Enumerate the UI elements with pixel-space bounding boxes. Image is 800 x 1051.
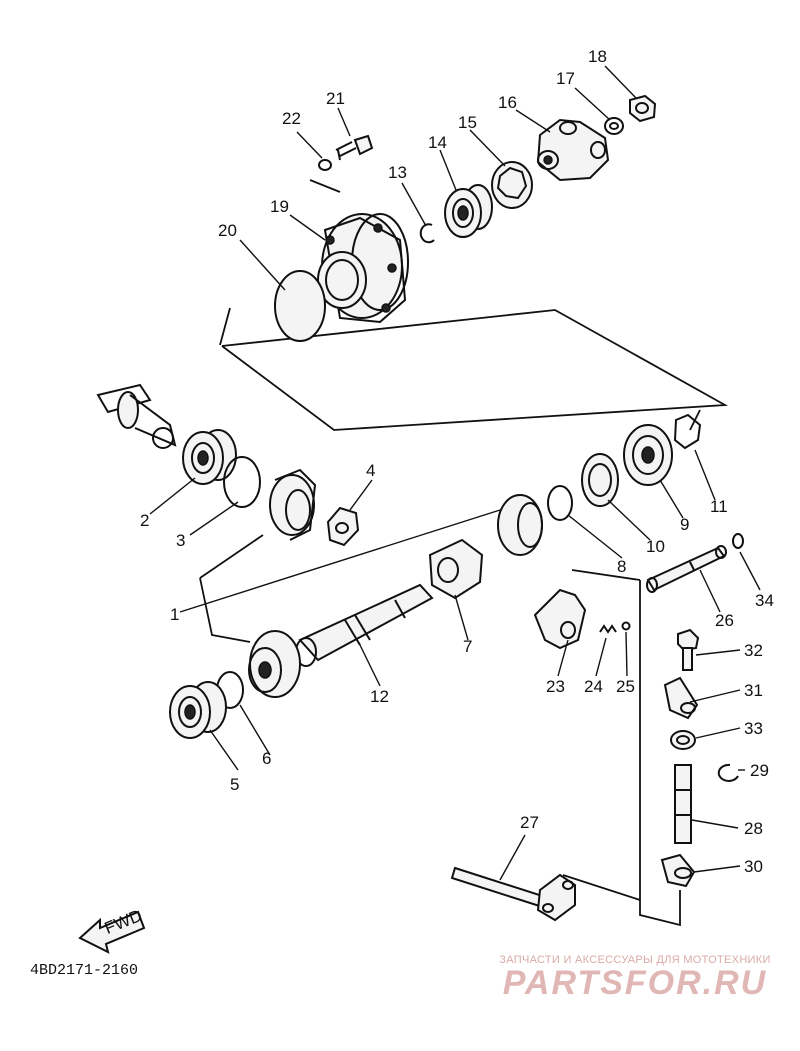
callout-23: 23 — [546, 677, 565, 696]
callout-26: 26 — [715, 611, 734, 630]
part-34-o-ring — [732, 533, 744, 549]
part-5-bearing — [169, 681, 227, 739]
callout-27: 27 — [520, 813, 539, 832]
part-30-lever-plate — [660, 853, 696, 888]
diagram-code-label: 4BD2171-2160 — [30, 962, 139, 979]
callout-28: 28 — [744, 819, 763, 838]
part-7-clutch-dog — [428, 538, 484, 600]
callout-32: 32 — [744, 641, 763, 660]
callout-24: 24 — [584, 677, 603, 696]
part-14-bearing — [444, 184, 493, 238]
callout-1: 1 — [170, 605, 179, 624]
part-33-bearing — [670, 730, 696, 750]
part-21-bolt — [335, 134, 374, 161]
callout-10: 10 — [646, 537, 665, 556]
callout-17: 17 — [556, 69, 575, 88]
part-13-circlip — [419, 223, 435, 244]
callout-34: 34 — [755, 591, 774, 610]
part-24-spring — [599, 624, 617, 634]
callout-3: 3 — [176, 531, 185, 550]
part-3-o-ring — [223, 456, 261, 508]
callout-12: 12 — [370, 687, 389, 706]
callout-9: 9 — [680, 515, 689, 534]
assembly-frame-lines — [199, 179, 729, 927]
callout-13: 13 — [388, 163, 407, 182]
callout-30: 30 — [744, 857, 763, 876]
watermark-tagline: ЗАПЧАСТИ И АКСЕССУАРЫ ДЛЯ МОТОТЕХНИКИ — [499, 954, 771, 966]
part-12-main-shaft — [295, 583, 434, 667]
part-28-shaft — [674, 764, 692, 844]
callout-11: 11 — [710, 497, 728, 516]
callout-7: 7 — [463, 637, 472, 656]
callout-8: 8 — [617, 557, 626, 576]
part-26-shift-shaft — [646, 545, 727, 593]
part-gear-ring-upper — [497, 494, 543, 556]
part-27-rod — [450, 866, 576, 922]
part-17-washer — [604, 117, 624, 135]
part-23-shift-fork — [533, 588, 587, 650]
part-8-o-ring — [547, 485, 573, 521]
callout-15: 15 — [458, 113, 477, 132]
part-gear-lower — [248, 630, 301, 698]
part-10-shim — [581, 453, 619, 507]
callout-22: 22 — [282, 109, 301, 128]
part-11-circlip — [673, 413, 702, 450]
part-9-bearing — [623, 424, 673, 486]
part-31-lever — [663, 676, 699, 720]
callout-16: 16 — [498, 93, 517, 112]
callout-2: 2 — [140, 511, 149, 530]
part-4-nut — [326, 506, 360, 547]
watermark: ЗАПЧАСТИ И АКСЕССУАРЫ ДЛЯ МОТОТЕХНИКИ PA… — [480, 954, 790, 1003]
callout-18: 18 — [588, 47, 607, 66]
part-15-oil-seal — [491, 161, 533, 209]
callout-21: 21 — [326, 89, 345, 108]
callout-20: 20 — [218, 221, 237, 240]
part-1-gear-bevel — [269, 468, 317, 541]
fwd-arrow-icon: FWD — [78, 906, 146, 954]
part-19-housing — [317, 213, 409, 324]
callout-labels: 18 17 16 15 14 13 21 22 19 20 4 2 3 1 8 … — [140, 47, 774, 876]
part-29-circlip — [717, 763, 739, 782]
callout-6: 6 — [262, 749, 271, 768]
callout-29: 29 — [750, 761, 769, 780]
part-25-ball — [621, 621, 631, 631]
callout-31: 31 — [744, 681, 763, 700]
callout-33: 33 — [744, 719, 763, 738]
part-18-nut — [629, 94, 657, 123]
callout-19: 19 — [270, 197, 289, 216]
callout-5: 5 — [230, 775, 239, 794]
leader-lines — [149, 65, 761, 881]
callout-25: 25 — [616, 677, 635, 696]
part-22-washer — [318, 159, 332, 171]
part-20-gasket — [274, 270, 326, 342]
drive-shaft-stub — [96, 383, 177, 449]
watermark-logo: PARTSFOR.RU — [502, 964, 768, 1002]
part-32-bolt — [677, 628, 700, 671]
part-2-bearing — [182, 429, 237, 485]
part-16-universal-yoke — [536, 118, 610, 182]
callout-4: 4 — [366, 461, 375, 480]
callout-14: 14 — [428, 133, 447, 152]
